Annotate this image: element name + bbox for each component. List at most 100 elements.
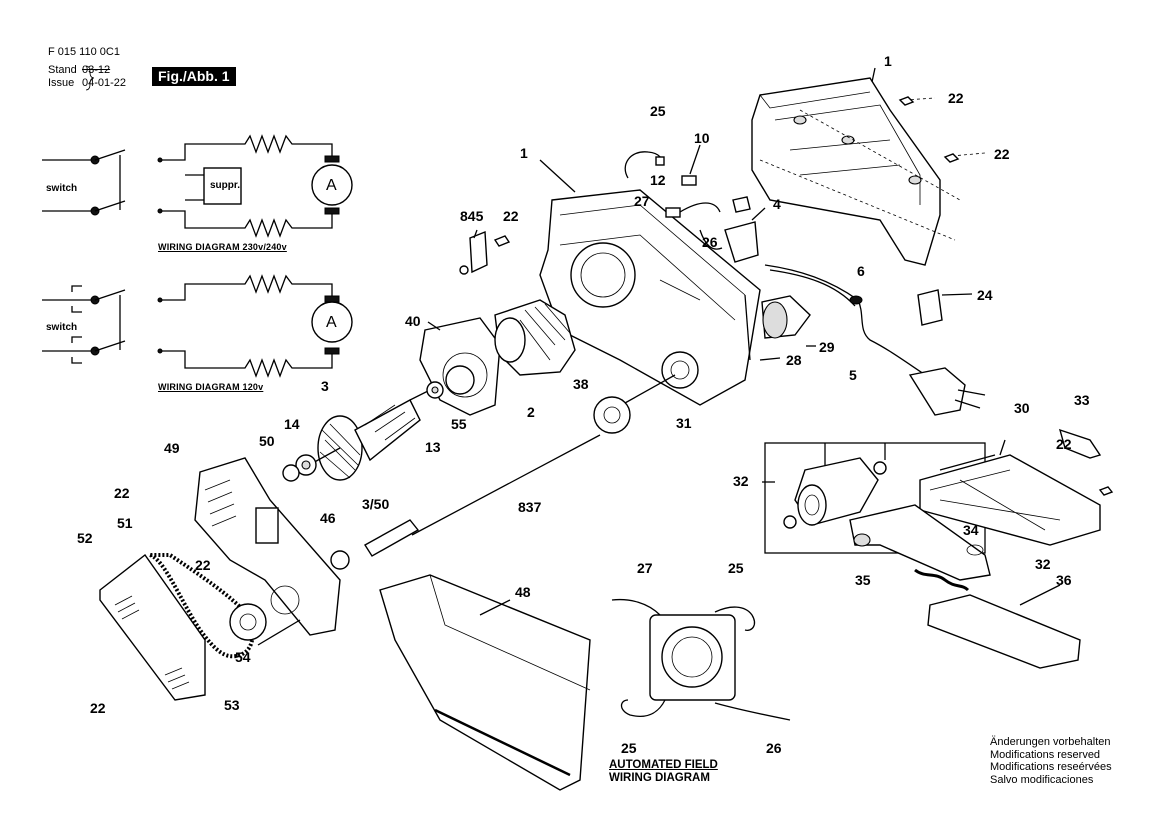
callout-27-bot: 27 — [637, 560, 653, 576]
callout-13: 13 — [425, 439, 441, 455]
callout-22-d: 22 — [114, 485, 130, 501]
callout-34: 34 — [963, 522, 979, 538]
part-28-29-cylinder — [761, 295, 811, 339]
document-id: F 015 110 0C1 — [48, 46, 120, 58]
callout-52: 52 — [77, 530, 93, 546]
motor-label-120: A — [326, 314, 337, 331]
automated-field-diagram — [611, 598, 791, 721]
callout-26-top: 26 — [702, 234, 718, 250]
callout-40: 40 — [405, 313, 421, 329]
gear-50 — [282, 464, 300, 482]
leader-1-top — [871, 67, 876, 83]
leader-1-mid — [539, 159, 576, 193]
switch-label-120: switch — [46, 322, 78, 333]
callout-22-b: 22 — [994, 146, 1010, 162]
issue-value: 04-01-22 — [82, 77, 127, 89]
switch-label-230: switch — [46, 183, 78, 194]
disclaimer-line: Änderungen vorbehalten — [990, 736, 1111, 748]
callout-3-50: 3/50 — [362, 496, 390, 512]
automated-field-line2: WIRING DIAGRAM — [609, 772, 710, 784]
callout-33: 33 — [1074, 392, 1090, 408]
callout-1-mid: 1 — [520, 145, 528, 161]
frame-assembly — [764, 428, 1114, 581]
wire-26 — [699, 229, 723, 250]
callout-14: 14 — [284, 416, 300, 432]
wiring-diagram-120-title: WIRING DIAGRAM 120v — [158, 382, 264, 392]
plug — [908, 367, 966, 416]
callout-51: 51 — [117, 515, 133, 531]
wiring-diagram-230v — [42, 134, 353, 238]
automated-field-line1: AUTOMATED FIELD — [609, 759, 718, 771]
part-10 — [681, 175, 697, 186]
callout-4: 4 — [773, 196, 781, 212]
callout-32-a: 32 — [733, 473, 749, 489]
callout-31: 31 — [676, 415, 692, 431]
part-24 — [917, 289, 943, 326]
automated-field-title: AUTOMATED FIELD WIRING DIAGRAM — [609, 759, 718, 785]
callout-49: 49 — [164, 440, 180, 456]
callout-26-bot: 26 — [766, 740, 782, 756]
revision-brace — [85, 65, 95, 91]
callout-28: 28 — [786, 352, 802, 368]
callout-22-c: 22 — [503, 208, 519, 224]
stand-label: Stand — [48, 64, 77, 76]
callout-22-g: 22 — [90, 700, 106, 716]
issue-label: Issue — [48, 77, 75, 89]
armature — [299, 389, 431, 481]
callout-12: 12 — [650, 172, 666, 188]
callout-54: 54 — [235, 649, 251, 665]
callout-24: 24 — [977, 287, 993, 303]
wiring-diagram-230-title: WIRING DIAGRAM 230v/240v — [158, 242, 287, 252]
belt-cover — [99, 553, 206, 701]
main-housing — [539, 189, 761, 406]
part-33 — [1058, 428, 1102, 459]
gearbox-housing — [194, 457, 341, 636]
disclaimer-line: Modifications reseérvées — [990, 761, 1112, 773]
spring-35 — [914, 568, 970, 592]
callout-35: 35 — [855, 572, 871, 588]
callout-32-b: 32 — [1035, 556, 1051, 572]
disclaimer-line: Salvo modificaciones — [990, 773, 1094, 786]
part-27-conn — [665, 207, 681, 218]
platen-36 — [927, 594, 1081, 669]
callout-30: 30 — [1014, 400, 1030, 416]
power-cord — [764, 264, 931, 379]
callout-3: 3 — [321, 378, 329, 394]
callout-25-top: 25 — [650, 103, 666, 119]
callout-38: 38 — [573, 376, 589, 392]
callout-10: 10 — [694, 130, 710, 146]
figure-badge: Fig./Abb. 1 — [152, 67, 236, 86]
callout-837: 837 — [518, 499, 542, 515]
callout-50: 50 — [259, 433, 275, 449]
leader-837 — [411, 434, 601, 536]
callout-46: 46 — [320, 510, 336, 526]
suppressor-box — [203, 167, 242, 205]
dust-bag — [379, 574, 591, 791]
field-stator — [494, 299, 576, 376]
callout-55: 55 — [451, 416, 467, 432]
motor-symbol-120 — [311, 301, 353, 343]
callout-6: 6 — [857, 263, 865, 279]
gear-31 — [593, 396, 631, 434]
disclaimer-line: Modifications reserved — [990, 748, 1101, 761]
callout-22-a: 22 — [948, 90, 964, 106]
callout-5: 5 — [849, 367, 857, 383]
part-845 — [469, 230, 488, 274]
callout-53: 53 — [224, 697, 240, 713]
callout-36: 36 — [1056, 572, 1072, 588]
callout-25-mid: 25 — [728, 560, 744, 576]
callout-27-top: 27 — [634, 193, 650, 209]
motor-symbol-230 — [311, 164, 353, 206]
callout-25-bot: 25 — [621, 740, 637, 756]
drive-belt — [149, 553, 255, 659]
callout-29: 29 — [819, 339, 835, 355]
pulley-54 — [229, 603, 267, 641]
suppressor-label: suppr. — [210, 180, 241, 191]
wiring-diagram-120v — [42, 274, 353, 378]
motor-label-230: A — [326, 177, 337, 194]
callout-22-f: 22 — [195, 557, 211, 573]
callout-845: 845 — [460, 208, 484, 224]
callout-2: 2 — [527, 404, 535, 420]
